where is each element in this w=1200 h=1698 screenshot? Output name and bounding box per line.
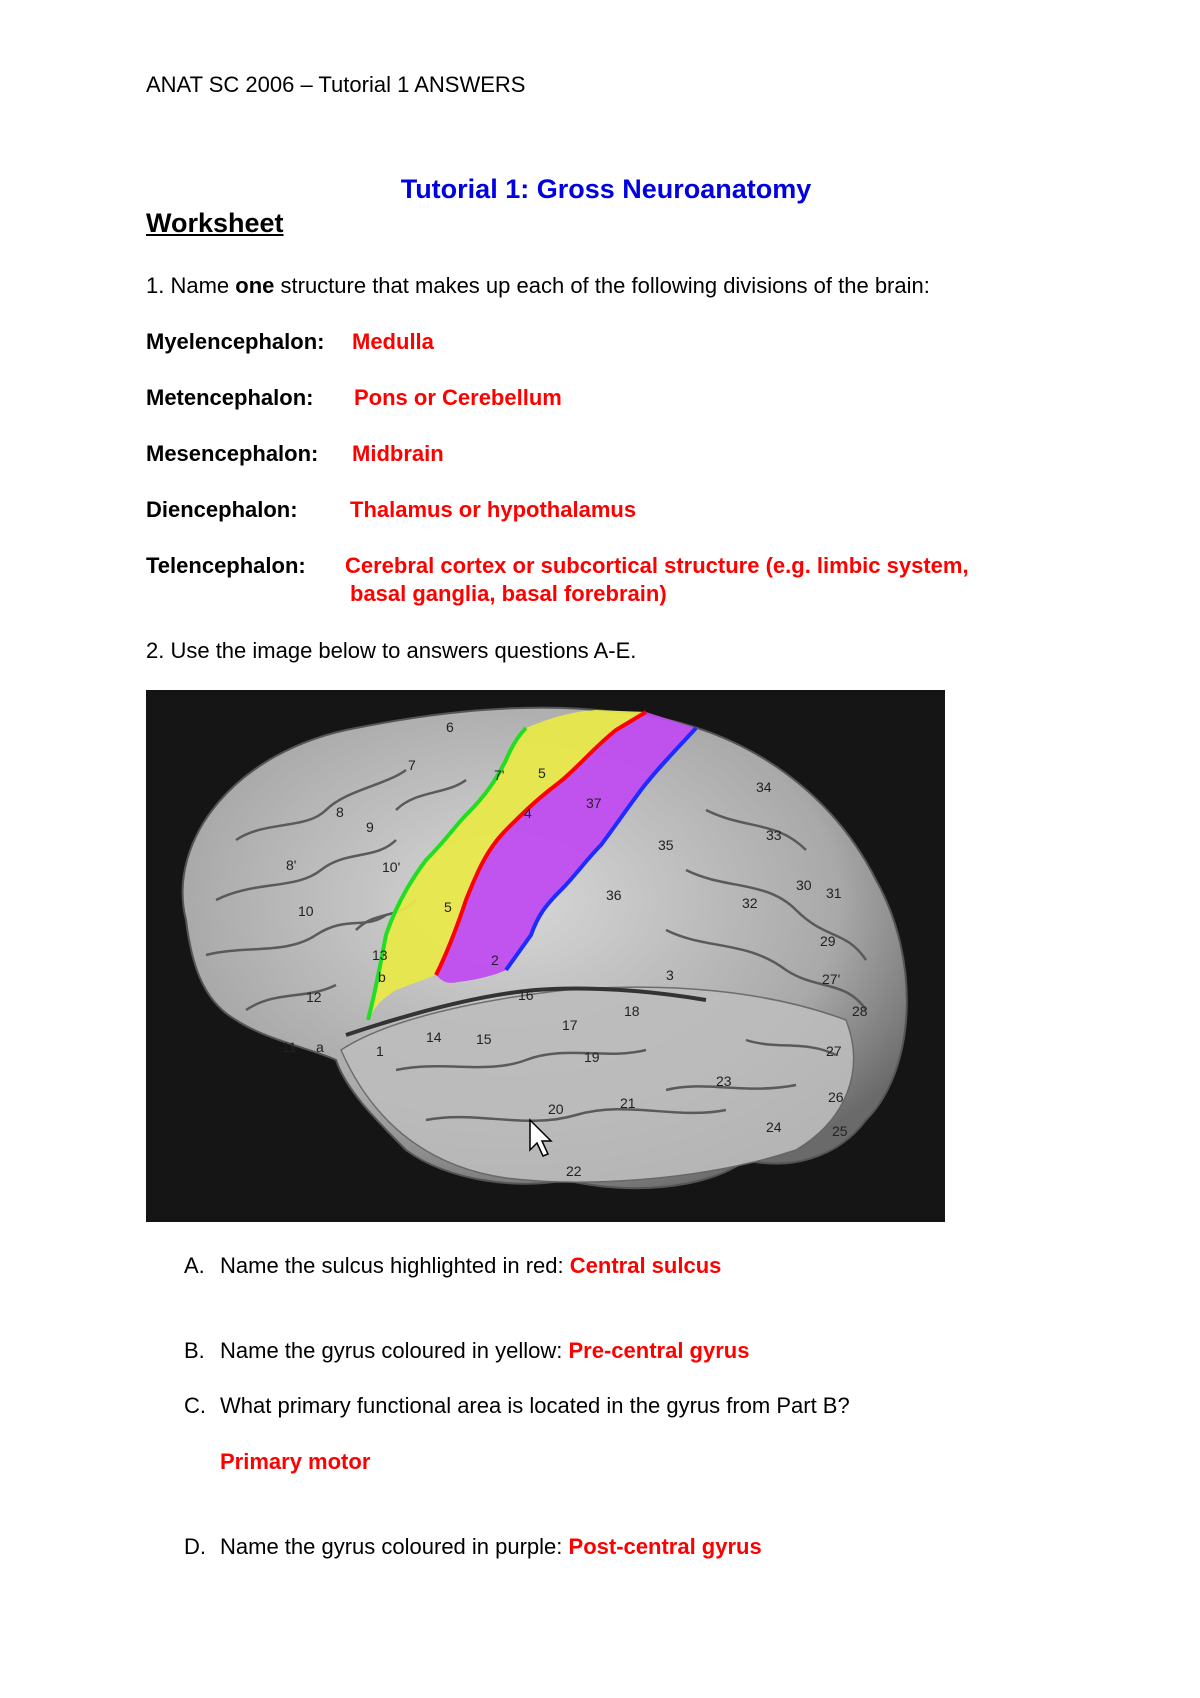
figure-label: 1 <box>376 1043 384 1059</box>
question-b-text: Name the gyrus coloured in yellow: <box>220 1338 569 1363</box>
division-label: Mesencephalon: <box>146 441 319 466</box>
question-c-text: What primary functional area is located … <box>220 1393 850 1418</box>
running-header: ANAT SC 2006 – Tutorial 1 ANSWERS <box>146 72 526 97</box>
figure-label: 35 <box>658 837 674 853</box>
question-b: Name the gyrus coloured in yellow: Pre-c… <box>220 1338 749 1364</box>
figure-label: 5 <box>444 899 452 915</box>
figure-label-group: 6 7 7' 5 4 37 34 33 35 8 9 8' 10' 10 5 3… <box>282 719 868 1179</box>
figure-label: 30 <box>796 877 812 893</box>
figure-label: 21 <box>620 1095 636 1111</box>
figure-label: 10' <box>382 859 400 875</box>
figure-label: a <box>316 1039 324 1055</box>
figure-label: 18 <box>624 1003 640 1019</box>
figure-label: b <box>378 969 386 985</box>
division-label: Myelencephalon: <box>146 329 325 354</box>
figure-label: 22 <box>566 1163 582 1179</box>
figure-label: 3 <box>666 967 674 983</box>
figure-label: 33 <box>766 827 782 843</box>
question-a-text: Name the sulcus highlighted in red: <box>220 1253 570 1278</box>
gyral-folds <box>205 768 868 1123</box>
figure-label: 12 <box>306 989 322 1005</box>
division-answer: Cerebral cortex or subcortical structure… <box>345 553 969 578</box>
central-sulcus-line <box>434 710 648 976</box>
figure-label: 27 <box>826 1043 842 1059</box>
figure-label: 31 <box>826 885 842 901</box>
figure-label: 34 <box>756 779 772 795</box>
division-answer-continued: basal ganglia, basal forebrain) <box>350 581 667 606</box>
figure-label: 29 <box>820 933 836 949</box>
question-b-answer: Pre-central gyrus <box>568 1338 750 1363</box>
figure-label: 5 <box>538 765 546 781</box>
precentral-gyrus-region <box>368 710 646 1020</box>
figure-label: 4 <box>524 805 532 821</box>
figure-label: 7' <box>494 767 504 783</box>
page-title: Tutorial 1: Gross Neuroanatomy <box>400 174 812 204</box>
figure-label: 32 <box>742 895 758 911</box>
question-letter: A. <box>184 1253 205 1278</box>
figure-label: 20 <box>548 1101 564 1117</box>
precentral-sulcus-line <box>366 726 528 1021</box>
division-label: Diencephalon: <box>146 497 298 522</box>
figure-label: 24 <box>766 1119 782 1135</box>
postcentral-sulcus-line <box>504 726 698 972</box>
figure-label: 37 <box>586 795 602 811</box>
question-1-text-rest: structure that makes up each of the foll… <box>274 273 930 298</box>
question-1-emphasis: one <box>235 273 275 298</box>
question-letter: D. <box>184 1534 206 1559</box>
figure-label: 13 <box>372 947 388 963</box>
division-answer: Thalamus or hypothalamus <box>350 497 637 522</box>
figure-label: 23 <box>716 1073 732 1089</box>
figure-label: 6 <box>446 719 454 735</box>
question-1: 1. Name one structure that makes up each… <box>146 273 930 299</box>
figure-label: 10 <box>298 903 314 919</box>
figure-label: 28 <box>852 1003 868 1019</box>
figure-label: 11 <box>282 1039 297 1055</box>
lateral-fissure <box>345 986 707 1037</box>
division-label: Telencephalon: <box>146 553 306 578</box>
question-d: Name the gyrus coloured in purple: Post-… <box>220 1534 762 1560</box>
postcentral-gyrus-region <box>436 712 696 983</box>
question-c-answer: Primary motor <box>220 1449 371 1474</box>
figure-label: 19 <box>584 1049 600 1065</box>
question-2: 2. Use the image below to answers questi… <box>146 638 637 663</box>
question-d-answer: Post-central gyrus <box>568 1534 762 1559</box>
worksheet-heading: Worksheet <box>146 208 284 238</box>
figure-label: 9 <box>366 819 374 835</box>
figure-label: 17 <box>562 1017 578 1033</box>
figure-label: 8 <box>336 804 344 820</box>
question-1-text: 1. Name <box>146 273 236 298</box>
figure-label: 2 <box>491 952 499 968</box>
figure-label: 15 <box>476 1031 492 1047</box>
temporal-lobe-shape <box>340 986 855 1183</box>
division-answer: Medulla <box>352 329 434 354</box>
figure-label: 16 <box>518 987 534 1003</box>
question-letter: B. <box>184 1338 205 1363</box>
figure-label: 25 <box>832 1123 848 1139</box>
division-answer: Midbrain <box>352 441 444 466</box>
brain-lateral-view-figure: 6 7 7' 5 4 37 34 33 35 8 9 8' 10' 10 5 3… <box>146 690 945 1222</box>
figure-label: 26 <box>828 1089 844 1105</box>
question-letter: C. <box>184 1393 206 1418</box>
figure-label: 8' <box>286 857 296 873</box>
question-a: Name the sulcus highlighted in red: Cent… <box>220 1253 721 1279</box>
figure-label: 27' <box>822 971 840 987</box>
brain-diagram: 6 7 7' 5 4 37 34 33 35 8 9 8' 10' 10 5 3… <box>146 690 945 1222</box>
question-a-answer: Central sulcus <box>569 1253 722 1278</box>
division-label: Metencephalon: <box>146 385 314 410</box>
cursor-arrow-icon <box>529 1118 553 1157</box>
question-d-text: Name the gyrus coloured in purple: <box>220 1534 569 1559</box>
figure-label: 7 <box>408 757 416 773</box>
division-answer: Pons or Cerebellum <box>354 385 562 410</box>
figure-label: 36 <box>606 887 622 903</box>
figure-label: 14 <box>426 1029 442 1045</box>
